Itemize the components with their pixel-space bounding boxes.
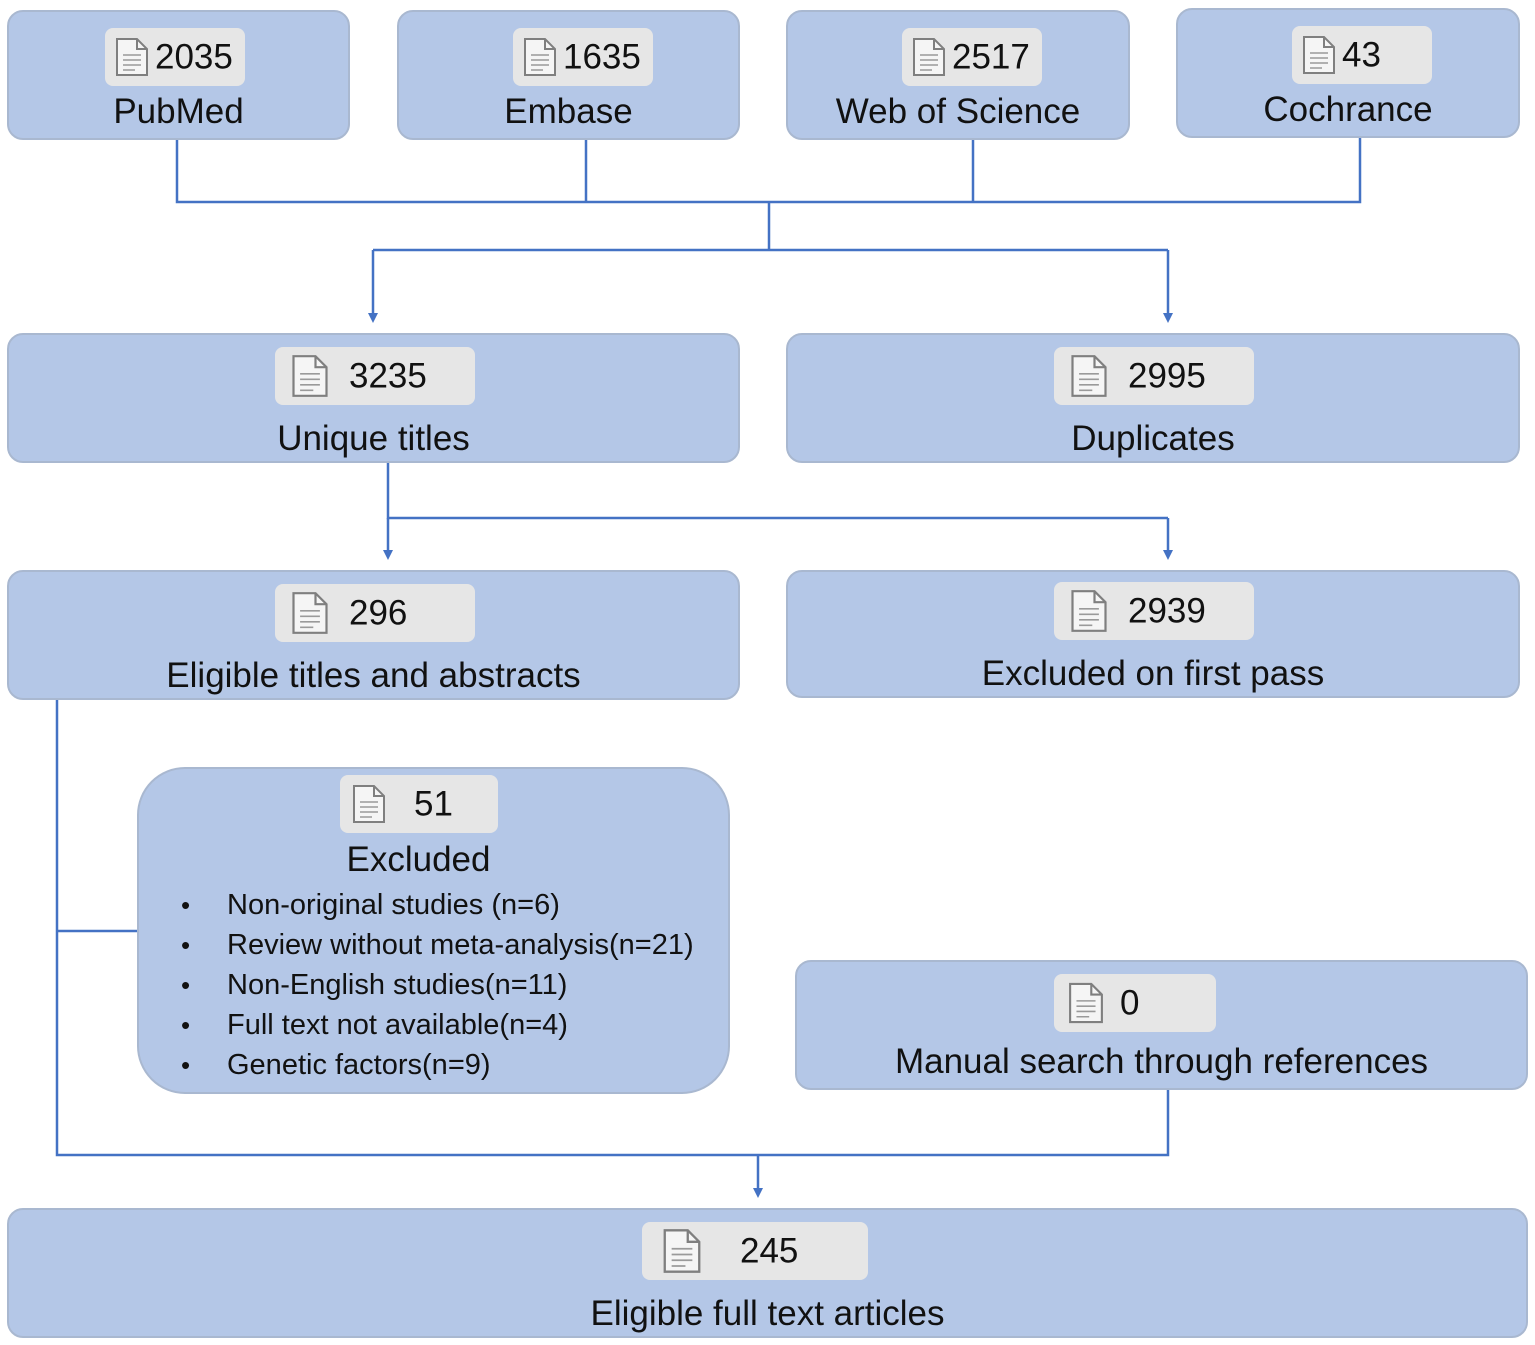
count-badge: 1635 — [513, 28, 653, 86]
count-badge: 0 — [1054, 974, 1216, 1032]
connector-eligible-left — [55, 700, 1170, 1157]
eligible-abstracts-count: 296 — [349, 593, 408, 633]
document-icon — [524, 38, 556, 76]
source-name: Cochrance — [1263, 90, 1433, 129]
excluded-first-pass-box: 2939 Excluded on first pass — [786, 570, 1520, 698]
manual-label: Manual search through references — [894, 1042, 1429, 1081]
count-badge: 2035 — [105, 28, 245, 86]
count-badge: 2995 — [1054, 347, 1254, 405]
source-count: 43 — [1342, 35, 1381, 75]
document-icon — [1069, 982, 1103, 1024]
count-badge: 245 — [642, 1222, 868, 1280]
document-icon — [663, 1229, 701, 1273]
source-name: PubMed — [113, 92, 244, 131]
duplicates-count: 2995 — [1128, 356, 1206, 396]
document-icon — [116, 38, 148, 76]
eligible-abstracts-label: Eligible titles and abstracts — [166, 656, 581, 695]
excluded-first-count: 2939 — [1128, 591, 1206, 631]
count-badge: 296 — [275, 584, 475, 642]
document-icon — [1071, 590, 1107, 632]
manual-search-box: 0 Manual search through references — [795, 960, 1528, 1090]
source-count: 2035 — [155, 37, 233, 77]
excluded-label: Excluded — [346, 840, 491, 879]
full-text-count: 245 — [740, 1231, 799, 1271]
document-icon — [353, 785, 385, 823]
list-item: Full text not available(n=4) — [181, 1011, 568, 1040]
connector-sources-merge — [175, 138, 1362, 204]
count-badge: 2517 — [902, 28, 1042, 86]
connector-unique-down — [386, 463, 1168, 520]
unique-count: 3235 — [349, 356, 427, 396]
duplicates-box: 2995 Duplicates — [786, 333, 1520, 463]
source-box-cochrance: 43 Cochrance — [1176, 8, 1520, 138]
source-name: Web of Science — [835, 92, 1081, 131]
list-item: Review without meta-analysis(n=21) — [181, 931, 694, 960]
count-badge: 2939 — [1054, 582, 1254, 640]
eligible-abstracts-box: 296 Eligible titles and abstracts — [7, 570, 740, 700]
source-name: Embase — [504, 92, 633, 131]
count-badge: 3235 — [275, 347, 475, 405]
source-box-embase: 1635 Embase — [397, 10, 740, 140]
unique-label: Unique titles — [277, 419, 470, 458]
source-count: 2517 — [952, 37, 1030, 77]
excluded-box: 51 Excluded Non-original studies (n=6) R… — [137, 767, 730, 1094]
document-icon — [292, 355, 328, 397]
list-item: Non-original studies (n=6) — [181, 891, 560, 920]
source-count: 1635 — [563, 37, 641, 77]
source-box-pubmed: 2035 PubMed — [7, 10, 350, 140]
unique-titles-box: 3235 Unique titles — [7, 333, 740, 463]
document-icon — [1071, 355, 1107, 397]
list-item: Genetic factors(n=9) — [181, 1051, 490, 1080]
excluded-count: 51 — [414, 784, 453, 824]
list-item: Non-English studies(n=11) — [181, 971, 567, 1000]
count-badge: 51 — [340, 775, 498, 833]
count-badge: 43 — [1292, 26, 1432, 84]
full-text-label: Eligible full text articles — [590, 1294, 945, 1333]
document-icon — [913, 38, 945, 76]
duplicates-label: Duplicates — [1071, 419, 1235, 458]
full-text-box: 245 Eligible full text articles — [7, 1208, 1528, 1338]
document-icon — [292, 592, 328, 634]
document-icon — [1303, 36, 1335, 74]
source-box-web-of-science: 2517 Web of Science — [786, 10, 1130, 140]
manual-count: 0 — [1120, 983, 1140, 1023]
excluded-first-label: Excluded on first pass — [981, 654, 1325, 693]
